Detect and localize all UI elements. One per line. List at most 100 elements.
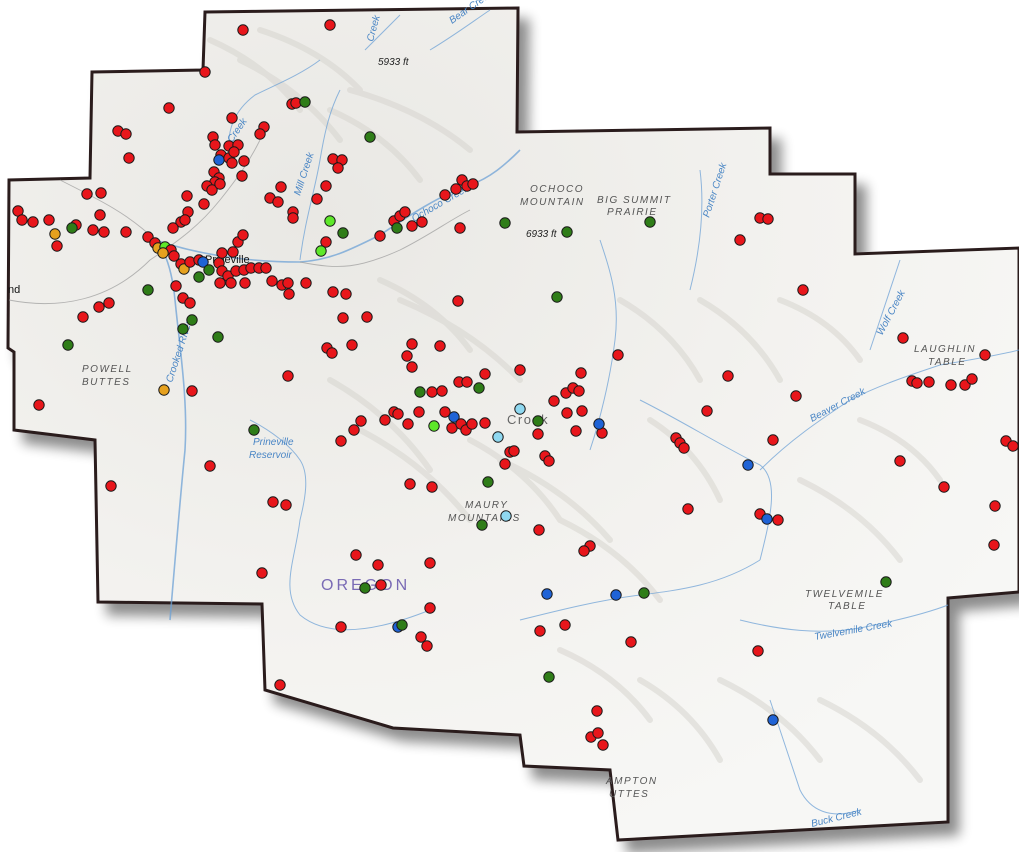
map-point-red[interactable]: [33, 399, 45, 411]
map-point-red[interactable]: [461, 376, 473, 388]
map-point-orange[interactable]: [49, 228, 61, 240]
map-point-dark-green[interactable]: [212, 331, 224, 343]
map-point-red[interactable]: [772, 514, 784, 526]
map-point-red[interactable]: [966, 373, 978, 385]
map-point-red[interactable]: [897, 332, 909, 344]
map-point-red[interactable]: [237, 24, 249, 36]
map-point-dark-green[interactable]: [364, 131, 376, 143]
map-point-dark-green[interactable]: [62, 339, 74, 351]
map-point-red[interactable]: [181, 190, 193, 202]
map-point-red[interactable]: [450, 183, 462, 195]
map-point-red[interactable]: [466, 418, 478, 430]
map-point-dark-green[interactable]: [473, 382, 485, 394]
map-point-blue[interactable]: [610, 589, 622, 601]
map-point-red[interactable]: [350, 549, 362, 561]
map-point-orange[interactable]: [157, 247, 169, 259]
map-point-red[interactable]: [570, 425, 582, 437]
map-point-red[interactable]: [578, 545, 590, 557]
map-point-red[interactable]: [543, 455, 555, 467]
map-point-red[interactable]: [439, 406, 451, 418]
map-point-red[interactable]: [591, 705, 603, 717]
map-point-red[interactable]: [767, 434, 779, 446]
map-point-red[interactable]: [424, 557, 436, 569]
map-point-red[interactable]: [326, 347, 338, 359]
map-point-red[interactable]: [988, 539, 1000, 551]
map-point-red[interactable]: [167, 222, 179, 234]
survey-points[interactable]: [12, 19, 1019, 751]
map-point-red[interactable]: [752, 645, 764, 657]
map-point-red[interactable]: [123, 152, 135, 164]
map-point-dark-green[interactable]: [299, 96, 311, 108]
map-point-red[interactable]: [402, 418, 414, 430]
map-point-red[interactable]: [287, 212, 299, 224]
map-point-red[interactable]: [479, 417, 491, 429]
map-point-red[interactable]: [198, 198, 210, 210]
map-point-red[interactable]: [239, 277, 251, 289]
map-point-red[interactable]: [682, 503, 694, 515]
map-point-blue[interactable]: [213, 154, 225, 166]
map-point-red[interactable]: [534, 625, 546, 637]
map-point-red[interactable]: [559, 619, 571, 631]
map-point-red[interactable]: [625, 636, 637, 648]
map-point-light-green[interactable]: [428, 420, 440, 432]
map-point-red[interactable]: [228, 146, 240, 158]
map-point-red[interactable]: [206, 184, 218, 196]
map-point-red[interactable]: [424, 602, 436, 614]
map-point-light-green[interactable]: [324, 215, 336, 227]
map-point-red[interactable]: [372, 559, 384, 571]
map-point-red[interactable]: [324, 19, 336, 31]
map-point-red[interactable]: [762, 213, 774, 225]
map-point-dark-green[interactable]: [638, 587, 650, 599]
map-point-red[interactable]: [335, 435, 347, 447]
map-point-red[interactable]: [226, 112, 238, 124]
map-point-dark-green[interactable]: [203, 264, 215, 276]
map-point-dark-green[interactable]: [177, 323, 189, 335]
map-point-red[interactable]: [238, 155, 250, 167]
map-point-red[interactable]: [283, 288, 295, 300]
map-point-red[interactable]: [237, 229, 249, 241]
map-point-red[interactable]: [94, 209, 106, 221]
map-point-red[interactable]: [274, 679, 286, 691]
map-point-red[interactable]: [508, 445, 520, 457]
map-point-red[interactable]: [204, 460, 216, 472]
map-point-red[interactable]: [346, 339, 358, 351]
map-point-blue[interactable]: [448, 411, 460, 423]
map-point-dark-green[interactable]: [476, 519, 488, 531]
map-point-red[interactable]: [406, 338, 418, 350]
map-point-dark-green[interactable]: [391, 222, 403, 234]
map-point-dark-green[interactable]: [644, 216, 656, 228]
map-point-red[interactable]: [335, 621, 347, 633]
map-point-red[interactable]: [1007, 440, 1019, 452]
map-point-red[interactable]: [209, 139, 221, 151]
map-point-red[interactable]: [911, 377, 923, 389]
map-point-red[interactable]: [254, 128, 266, 140]
map-point-dark-green[interactable]: [561, 226, 573, 238]
map-point-dark-green[interactable]: [482, 476, 494, 488]
map-point-red[interactable]: [214, 178, 226, 190]
map-point-red[interactable]: [548, 395, 560, 407]
map-point-red[interactable]: [392, 408, 404, 420]
map-point-red[interactable]: [722, 370, 734, 382]
map-point-red[interactable]: [81, 188, 93, 200]
map-point-red[interactable]: [790, 390, 802, 402]
map-point-red[interactable]: [436, 385, 448, 397]
map-point-red[interactable]: [597, 739, 609, 751]
map-point-dark-green[interactable]: [248, 424, 260, 436]
map-point-red[interactable]: [332, 162, 344, 174]
map-point-red[interactable]: [87, 224, 99, 236]
map-point-red[interactable]: [340, 288, 352, 300]
map-point-red[interactable]: [452, 295, 464, 307]
map-point-red[interactable]: [168, 250, 180, 262]
map-point-red[interactable]: [282, 277, 294, 289]
map-point-red[interactable]: [43, 214, 55, 226]
map-point-red[interactable]: [227, 246, 239, 258]
map-point-red[interactable]: [532, 428, 544, 440]
map-point-red[interactable]: [327, 286, 339, 298]
map-point-light-blue[interactable]: [514, 403, 526, 415]
map-point-red[interactable]: [575, 367, 587, 379]
map-point-red[interactable]: [267, 496, 279, 508]
map-point-red[interactable]: [236, 170, 248, 182]
map-point-red[interactable]: [406, 361, 418, 373]
map-point-red[interactable]: [989, 500, 1001, 512]
map-point-dark-green[interactable]: [532, 415, 544, 427]
